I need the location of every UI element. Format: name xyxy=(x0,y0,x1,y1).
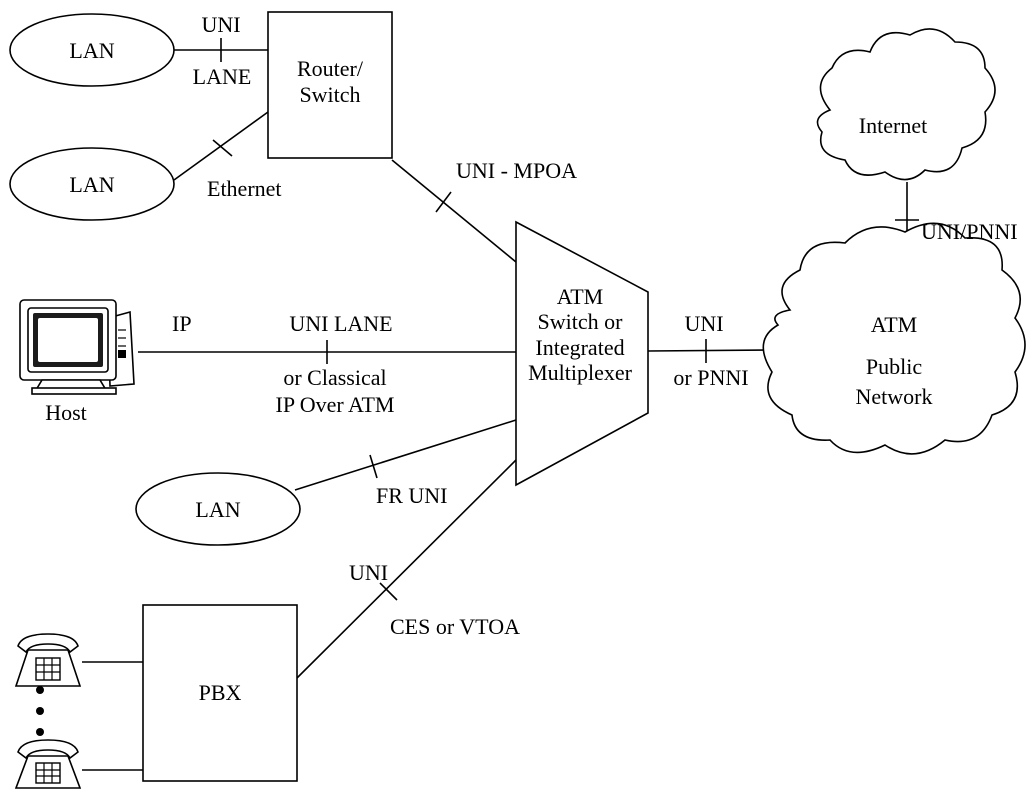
lan-top-label: LAN xyxy=(69,38,114,63)
label-or-classical: or Classical xyxy=(283,365,386,390)
label-uni-mpoa: UNI - MPOA xyxy=(456,158,577,183)
pbx-box xyxy=(142,604,298,782)
lan-middle-ellipse xyxy=(9,147,175,221)
lan-bottom-node: LAN xyxy=(135,472,301,546)
link-labels: UNI LANE Ethernet UNI - MPOA IP UNI LANE… xyxy=(172,12,1018,639)
router-label-line2: Switch xyxy=(299,82,360,107)
lan-top-ellipse xyxy=(9,13,175,87)
atm-switch-node: ATM Switch or Integrated Multiplexer xyxy=(515,220,649,487)
lan-middle-label: LAN xyxy=(69,172,114,197)
link-ticks xyxy=(212,38,919,601)
tick-pbx xyxy=(379,582,398,601)
internet-label: Internet xyxy=(859,113,927,138)
phone-top xyxy=(14,633,82,687)
label-pbx-uni: UNI xyxy=(349,560,388,585)
pbx-label: PBX xyxy=(199,680,242,705)
router-label-line1: Router/ xyxy=(297,56,364,81)
lan-top-node: LAN xyxy=(9,13,175,87)
label-lan-router-uni: UNI xyxy=(201,12,240,37)
ellipsis-dot-2 xyxy=(36,707,44,715)
atm-switch-label-line2: Switch or xyxy=(538,309,624,334)
link-lan-bottom-atm-switch xyxy=(294,419,517,491)
label-or-pnni: or PNNI xyxy=(673,365,748,390)
lan-middle-node: LAN xyxy=(9,147,175,221)
lan-bottom-ellipse xyxy=(135,472,301,546)
ellipsis-dot-3 xyxy=(36,728,44,736)
atm-network-label-line3: Network xyxy=(856,384,933,409)
ellipsis-dot-1 xyxy=(36,686,44,694)
atm-network-label-line2: Public xyxy=(866,354,922,379)
connections xyxy=(82,49,908,771)
internet-node: Internet xyxy=(816,28,996,181)
label-host-ip: IP xyxy=(172,311,192,336)
atm-switch-trapezoid xyxy=(515,220,649,487)
router-switch-box xyxy=(267,11,393,159)
phone-bottom xyxy=(14,739,82,789)
computer-monitor-icon xyxy=(19,299,135,395)
host-node: Host xyxy=(19,299,135,425)
tick-lan-middle xyxy=(212,139,233,157)
atm-network-node: ATM Public Network xyxy=(762,222,1026,455)
telephone-icon xyxy=(14,739,82,789)
link-router-atm-switch xyxy=(391,159,517,263)
pbx-node: PBX xyxy=(142,604,298,782)
label-fr-uni: FR UNI xyxy=(376,483,448,508)
atm-network-label-line1: ATM xyxy=(871,312,917,337)
label-ethernet: Ethernet xyxy=(207,176,282,201)
atm-network-cloud xyxy=(762,222,1026,455)
host-label: Host xyxy=(45,400,87,425)
label-ces-vtoa: CES or VTOA xyxy=(390,614,520,639)
internet-cloud xyxy=(816,28,996,181)
label-lan-router-lane: LANE xyxy=(193,64,252,89)
label-atm-net-uni: UNI xyxy=(684,311,723,336)
atm-switch-label-line4: Multiplexer xyxy=(528,360,633,385)
atm-switch-label-line3: Integrated xyxy=(535,335,624,360)
atm-switch-label-line1: ATM xyxy=(557,284,603,309)
link-pbx-atm-switch xyxy=(296,459,517,679)
router-switch-node: Router/ Switch xyxy=(267,11,393,159)
label-ip-over-atm: IP Over ATM xyxy=(276,392,395,417)
telephone-icon xyxy=(14,633,82,687)
label-uni-pnni: UNI/PNNI xyxy=(921,219,1018,244)
tick-lan-bottom xyxy=(369,454,378,479)
tick-router-atm xyxy=(435,191,452,213)
label-uni-lane: UNI LANE xyxy=(289,311,392,336)
lan-bottom-label: LAN xyxy=(195,497,240,522)
phone-dots xyxy=(36,686,44,736)
